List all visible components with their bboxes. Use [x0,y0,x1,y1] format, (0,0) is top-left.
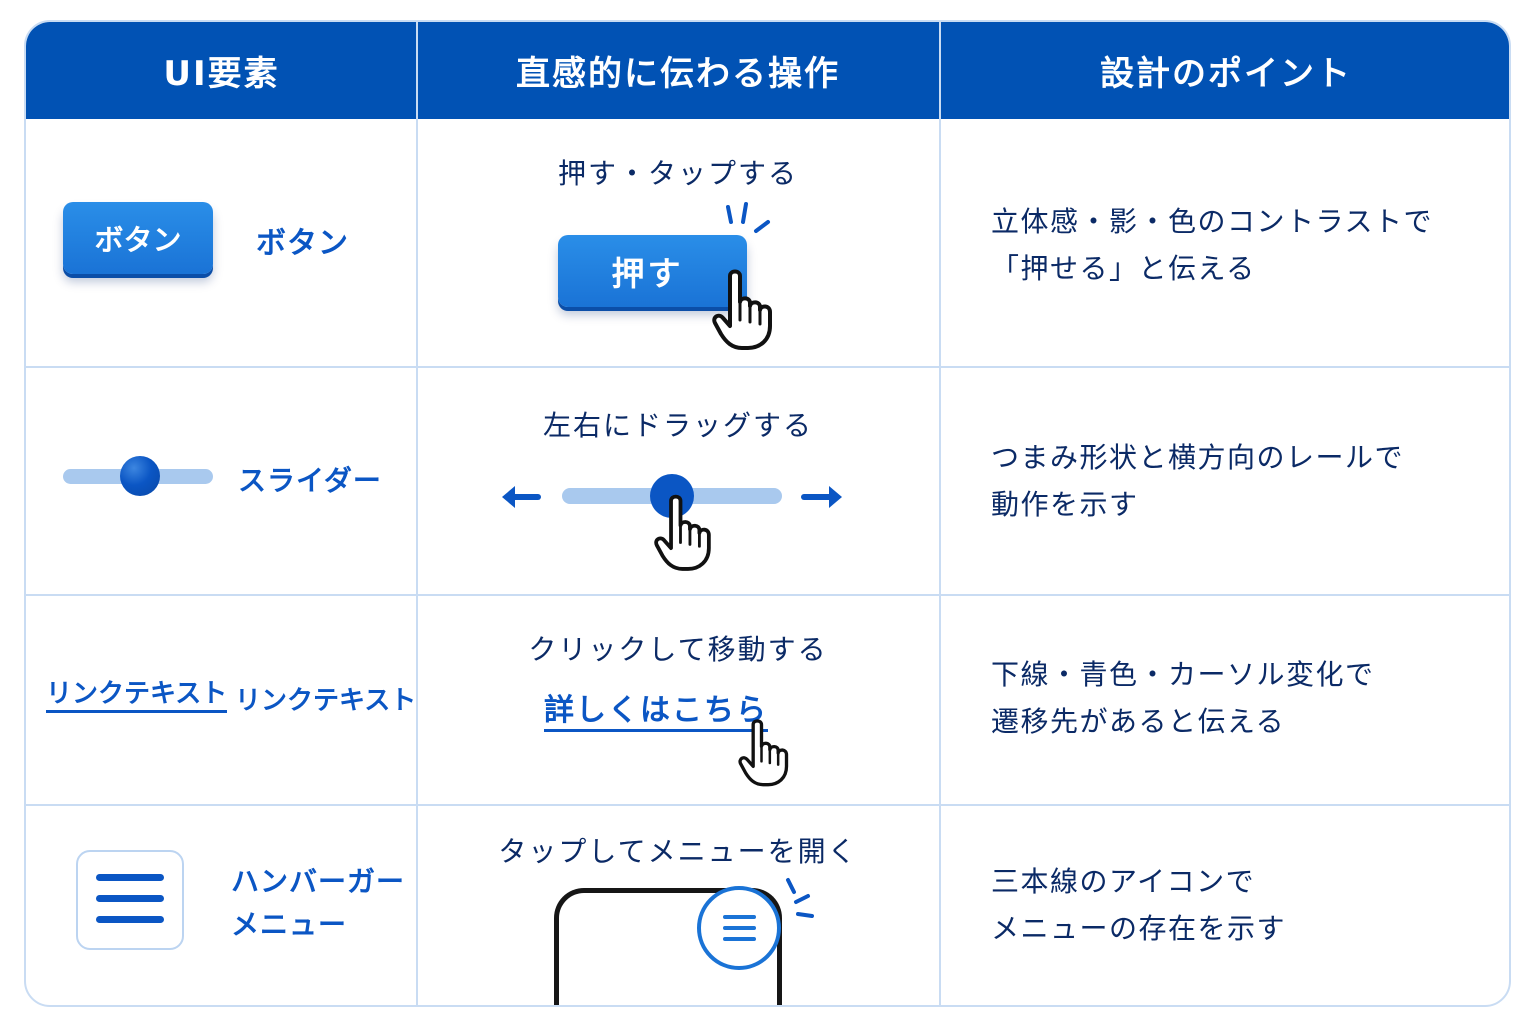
hand-pointer-icon [654,494,711,571]
hamburger-label: ハンバーガー メニュー [231,865,406,941]
tap-spark-icon [726,202,770,233]
sample-link-underlined[interactable]: リンクテキスト [46,679,228,713]
link-text-label: リンクテキスト [235,686,417,716]
header-ui-element: UI要素 [163,54,280,94]
button-design-point: 立体感・影・色のコントラストで 「押せる」と伝える [991,205,1433,285]
arrow-left-icon [502,486,541,508]
button-text-label: ボタン [256,226,349,261]
column-divider [416,22,418,1005]
slider-design-point: つまみ形状と横方向のレールで 動作を示す [991,441,1405,521]
button-action-label: 押す・タップする [557,157,798,190]
column-divider [939,22,941,1005]
header-intuitive-action: 直感的に伝わる操作 [516,54,840,94]
ui-elements-table: UI要素 直感的に伝わる操作 設計のポイント ボタン ボタン 押す・タップする … [24,20,1511,1007]
arrow-right-icon [801,486,842,508]
table-header [26,22,1509,119]
hamburger-menu-tile[interactable] [76,850,184,950]
row-divider [26,366,1509,368]
hand-pointer-icon [738,719,789,787]
row-divider [26,804,1509,806]
tap-spark-icon [786,878,814,918]
sample-button[interactable]: ボタン [63,202,213,274]
details-link-demo[interactable]: 詳しくはこちら [544,693,768,732]
push-button-demo[interactable]: 押す [558,235,747,307]
slider-knob[interactable] [120,456,160,496]
header-design-point: 設計のポイント [1100,54,1352,94]
slider-label: スライダー [238,464,382,497]
hamburger-icon [723,915,756,919]
hamburger-icon [96,874,164,881]
hamburger-design-point: 三本線のアイコンで メニューの存在を示す [991,865,1287,945]
hamburger-action-label: タップしてメニューを開く [498,835,858,868]
link-action-label: クリックして移動する [528,633,828,666]
slider-action-label: 左右にドラッグする [542,409,813,442]
menu-open-button[interactable] [697,886,781,970]
row-divider [26,594,1509,596]
link-design-point: 下線・青色・カーソル変化で 遷移先があると伝える [991,658,1375,738]
phone-frame [554,888,782,1005]
hand-pointer-icon [712,269,772,350]
